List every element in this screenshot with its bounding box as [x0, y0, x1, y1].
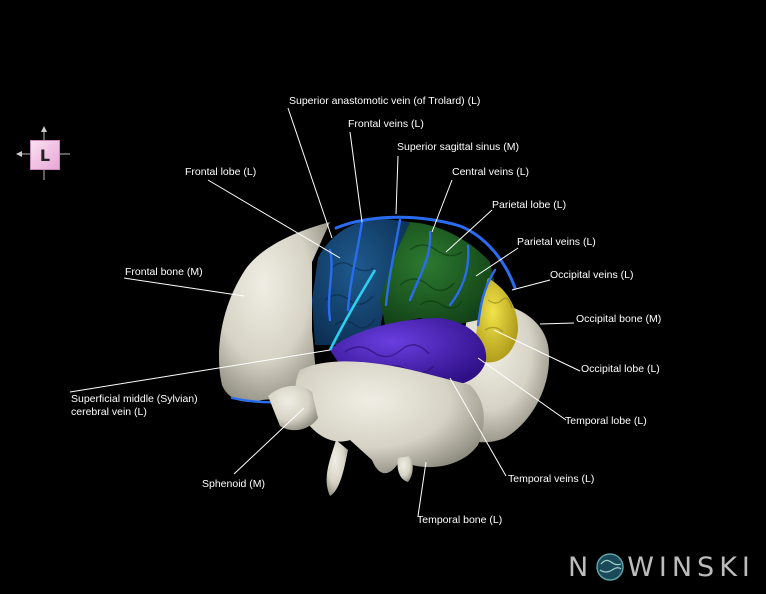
label-frontal-lobe: Frontal lobe (L) [185, 166, 257, 178]
styloid-process-shape [326, 440, 348, 496]
frontal-bone-shape [218, 222, 330, 402]
temporal-bone-shape [295, 361, 484, 474]
brand-text-start: N [568, 551, 594, 583]
label-superior-sagittal-sinus: Superior sagittal sinus (M) [397, 141, 519, 153]
orientation-letter: L [30, 140, 60, 170]
label-central-veins: Central veins (L) [452, 166, 530, 178]
label-occipital-veins: Occipital veins (L) [550, 269, 634, 281]
label-superficial-middle-line1: Superficial middle (Sylvian) [71, 393, 198, 405]
label-frontal-bone: Frontal bone (M) [125, 266, 203, 278]
label-superficial-middle-line2: cerebral vein (L) [71, 406, 147, 418]
orientation-marker: L [16, 126, 72, 182]
nowinski-logo: N WINSKI [568, 550, 755, 584]
leader-lines [69, 107, 581, 517]
veins [230, 215, 517, 404]
sphenoid-shape [268, 385, 318, 431]
label-temporal-veins: Temporal veins (L) [508, 473, 595, 485]
mastoid-shape [397, 456, 413, 482]
label-temporal-lobe: Temporal lobe (L) [565, 415, 647, 427]
gyri-texture [324, 244, 513, 374]
label-occipital-lobe: Occipital lobe (L) [581, 363, 660, 375]
label-superficial-middle-cerebral-vein: Superficial middle (Sylvian) cerebral ve… [71, 393, 198, 419]
brand-text-end: WINSKI [627, 551, 755, 583]
label-temporal-bone: Temporal bone (L) [417, 514, 503, 526]
label-frontal-veins: Frontal veins (L) [348, 118, 424, 130]
sylvian-vein-shape [328, 269, 377, 351]
brand-globe-icon [596, 553, 624, 581]
label-sphenoid: Sphenoid (M) [202, 478, 266, 490]
parietal-lobe-shape [380, 222, 495, 325]
label-parietal-veins: Parietal veins (L) [517, 236, 596, 248]
label-superior-anastomotic-vein: Superior anastomotic vein (of Trolard) (… [289, 95, 481, 107]
label-occipital-bone: Occipital bone (M) [576, 313, 662, 325]
label-parietal-lobe: Parietal lobe (L) [492, 199, 567, 211]
frontal-lobe-shape [312, 218, 410, 345]
